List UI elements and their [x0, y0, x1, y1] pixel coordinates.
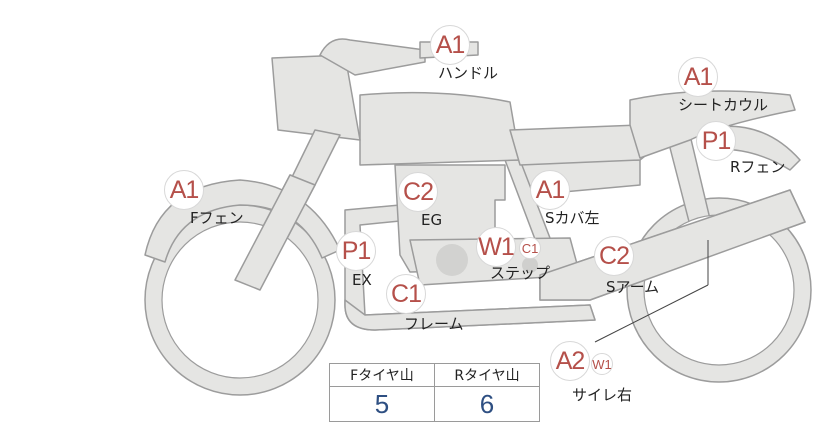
rfender-grade-badge: P1 — [696, 121, 736, 161]
rfender-label: Rフェン — [730, 158, 786, 176]
silencer-grade-badge: A2 — [550, 341, 590, 381]
swingarm-grade-badge: C2 — [594, 236, 634, 276]
engine-grade-badge: C2 — [398, 172, 438, 212]
step-grade2-badge: C1 — [519, 237, 541, 259]
seatcowl-label: シートカウル — [678, 96, 769, 114]
engine-label: EG — [421, 211, 443, 229]
front-tire-value: 5 — [329, 386, 435, 422]
handle-label: ハンドル — [438, 64, 499, 82]
fork-upper-shape — [291, 129, 341, 186]
scover-grade-badge: A1 — [530, 170, 570, 210]
handle-grade-badge: A1 — [430, 25, 470, 65]
rear-tire-header: Rタイヤ山 — [434, 363, 540, 387]
engine-cover-circle — [436, 244, 468, 276]
ffender-grade-badge: A1 — [164, 170, 204, 210]
front-fork-overlay — [234, 174, 316, 291]
scover-label: Sカバ左 — [545, 209, 600, 227]
swingarm-label: Sアーム — [606, 278, 660, 296]
silencer-grade2-badge: W1 — [591, 353, 613, 375]
step-label: ステップ — [490, 264, 551, 282]
step-peg-circle — [522, 257, 538, 273]
frame-label: フレーム — [404, 315, 464, 333]
exhaust-grade-badge: P1 — [336, 231, 376, 271]
leader-line-silencer — [594, 284, 709, 343]
front-wheel-inner — [161, 221, 319, 379]
front-tire-header: Fタイヤ山 — [329, 363, 435, 387]
tire-tread-table: Fタイヤ山 Rタイヤ山 5 6 — [329, 363, 540, 422]
exhaust-label: EX — [352, 271, 372, 289]
fuel-tank-shape — [359, 91, 521, 166]
frame-grade-badge: C1 — [386, 274, 426, 314]
silencer-label: サイレ右 — [572, 386, 633, 404]
seatcowl-grade-badge: A1 — [678, 57, 718, 97]
ffender-label: Fフェン — [190, 209, 244, 227]
rear-tire-value: 6 — [434, 386, 540, 422]
frame-lower-overlay — [344, 299, 596, 331]
step-grade-badge: W1 — [476, 227, 516, 267]
